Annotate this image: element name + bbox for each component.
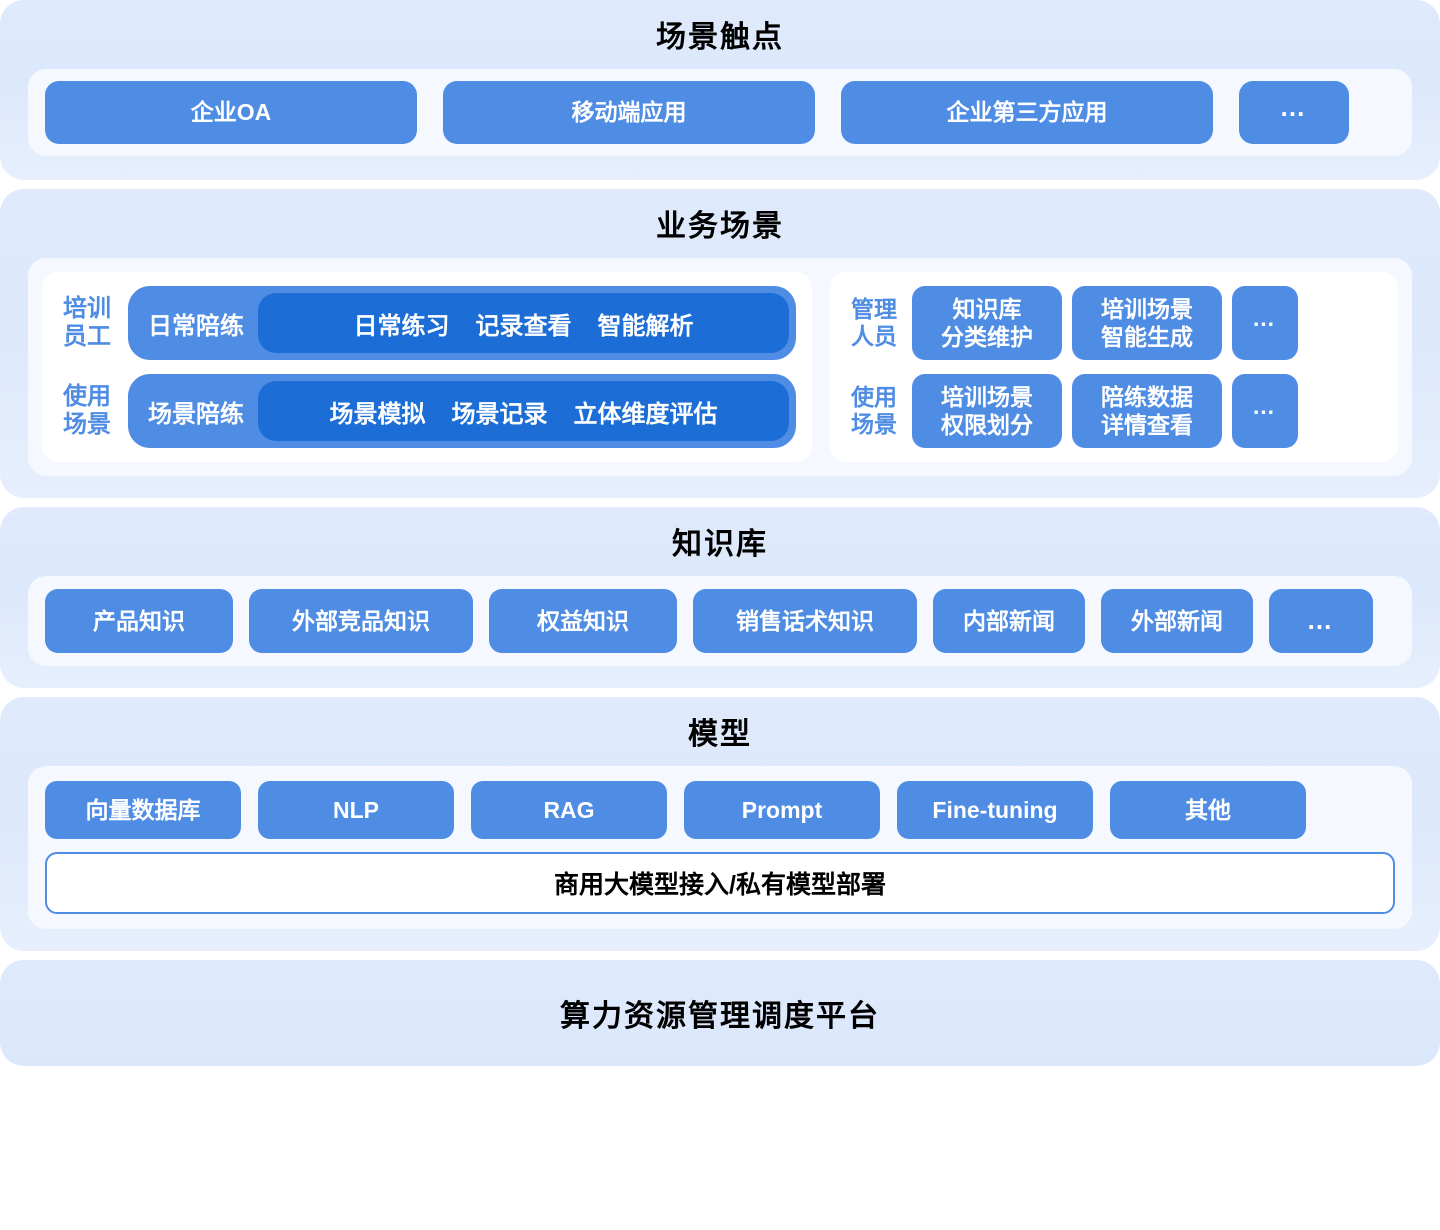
layer-title-compute-platform: 算力资源管理调度平台 [560,1000,880,1033]
touchpoint-item-mobile-app[interactable]: 移动端应用 [443,81,815,144]
touchpoint-list: 企业OA 移动端应用 企业第三方应用 … [28,69,1412,156]
layer-business-scenarios: 业务场景 培训 员工 日常陪练 日常练习 记录查看 智能解析 [0,189,1440,498]
scenario-subitem[interactable]: 记录查看 [475,312,572,340]
kb-item-benefits-knowledge[interactable]: 权益知识 [489,589,677,653]
model-item-vector-database[interactable]: 向量数据库 [45,781,241,839]
model-deployment-bar[interactable]: 商用大模型接入/私有模型部署 [45,852,1395,914]
touchpoint-item-enterprise-oa[interactable]: 企业OA [45,81,417,144]
kb-item-external-news[interactable]: 外部新闻 [1101,589,1253,653]
scenario-row-label-usage-scene: 使用 场景 [63,382,111,438]
scenario-subitem[interactable]: 日常练习 [353,312,450,340]
business-scenario-panel: 培训 员工 日常陪练 日常练习 记录查看 智能解析 使用 场景 [28,258,1412,476]
scenario-subitem[interactable]: 场景模拟 [329,400,426,428]
scenario-row-label-training-staff: 培训 员工 [63,294,111,350]
scenario-item-training-scene-permission[interactable]: 培训场景 权限划分 [912,374,1062,448]
scenario-row: 使用 场景 培训场景 权限划分 陪练数据 详情查看 … [846,374,1382,448]
knowledge-base-list: 产品知识 外部竞品知识 权益知识 销售话术知识 内部新闻 外部新闻 … [28,576,1412,666]
scenario-subitem[interactable]: 立体维度评估 [573,400,718,428]
layer-face: 业务场景 培训 员工 日常陪练 日常练习 记录查看 智能解析 [0,189,1440,498]
touchpoint-item-more-icon[interactable]: … [1239,81,1349,144]
model-item-prompt[interactable]: Prompt [684,781,880,839]
kb-item-product-knowledge[interactable]: 产品知识 [45,589,233,653]
layer-title-knowledge-base: 知识库 [672,528,768,561]
scenario-item-coaching-data-detail[interactable]: 陪练数据 详情查看 [1072,374,1222,448]
scenario-group-scene-coaching[interactable]: 场景陪练 场景模拟 场景记录 立体维度评估 [128,374,796,448]
layer-title-touchpoints: 场景触点 [656,21,784,54]
kb-item-competitor-knowledge[interactable]: 外部竞品知识 [249,589,473,653]
model-item-other[interactable]: 其他 [1110,781,1306,839]
layer-face: 知识库 产品知识 外部竞品知识 权益知识 销售话术知识 内部新闻 外部新闻 … [0,507,1440,688]
kb-item-sales-script-knowledge[interactable]: 销售话术知识 [693,589,917,653]
scenario-admin-card: 管理 人员 知识库 分类维护 培训场景 智能生成 … 使用 场景 培训场景 权限… [830,272,1398,462]
kb-item-more-icon[interactable]: … [1269,589,1373,653]
scenario-group-daily-coaching[interactable]: 日常陪练 日常练习 记录查看 智能解析 [128,286,796,360]
scenario-row: 培训 员工 日常陪练 日常练习 记录查看 智能解析 [58,286,796,360]
touchpoint-item-third-party-app[interactable]: 企业第三方应用 [841,81,1213,144]
layer-face: 算力资源管理调度平台 [0,960,1440,1066]
layer-model: 模型 向量数据库 NLP RAG Prompt Fine-tuning 其他 商… [0,697,1440,951]
scenario-subitem-group: 日常练习 记录查看 智能解析 [258,293,789,353]
scenario-item-kb-category-maintenance[interactable]: 知识库 分类维护 [912,286,1062,360]
scenario-subitem[interactable]: 场景记录 [451,400,548,428]
scenario-employee-card: 培训 员工 日常陪练 日常练习 记录查看 智能解析 使用 场景 [42,272,812,462]
model-item-rag[interactable]: RAG [471,781,667,839]
scenario-group-lead-label: 场景陪练 [148,400,244,428]
layer-face: 场景触点 企业OA 移动端应用 企业第三方应用 … [0,0,1440,180]
scenario-item-more-icon[interactable]: … [1232,374,1298,448]
scenario-row-label-admin-staff: 管理 人员 [851,295,897,349]
layer-title-business-scenarios: 业务场景 [656,210,784,243]
kb-item-internal-news[interactable]: 内部新闻 [933,589,1085,653]
scenario-row: 使用 场景 场景陪练 场景模拟 场景记录 立体维度评估 [58,374,796,448]
layer-knowledge-base: 知识库 产品知识 外部竞品知识 权益知识 销售话术知识 内部新闻 外部新闻 … [0,507,1440,688]
model-item-fine-tuning[interactable]: Fine-tuning [897,781,1093,839]
scenario-item-more-icon[interactable]: … [1232,286,1298,360]
scenario-group-lead-label: 日常陪练 [148,312,244,340]
model-item-nlp[interactable]: NLP [258,781,454,839]
model-panel: 向量数据库 NLP RAG Prompt Fine-tuning 其他 商用大模… [28,766,1412,929]
scenario-subitem-group: 场景模拟 场景记录 立体维度评估 [258,381,789,441]
scenario-row: 管理 人员 知识库 分类维护 培训场景 智能生成 … [846,286,1382,360]
scenario-subitem[interactable]: 智能解析 [597,312,694,340]
scenario-item-training-scene-generation[interactable]: 培训场景 智能生成 [1072,286,1222,360]
layer-compute-platform: 算力资源管理调度平台 [0,960,1440,1066]
layer-face: 模型 向量数据库 NLP RAG Prompt Fine-tuning 其他 商… [0,697,1440,951]
model-capability-list: 向量数据库 NLP RAG Prompt Fine-tuning 其他 [45,781,1395,839]
scenario-row-label-usage-scene: 使用 场景 [851,383,897,437]
layer-title-model: 模型 [688,718,752,751]
layer-touchpoints: 场景触点 企业OA 移动端应用 企业第三方应用 … [0,0,1440,180]
